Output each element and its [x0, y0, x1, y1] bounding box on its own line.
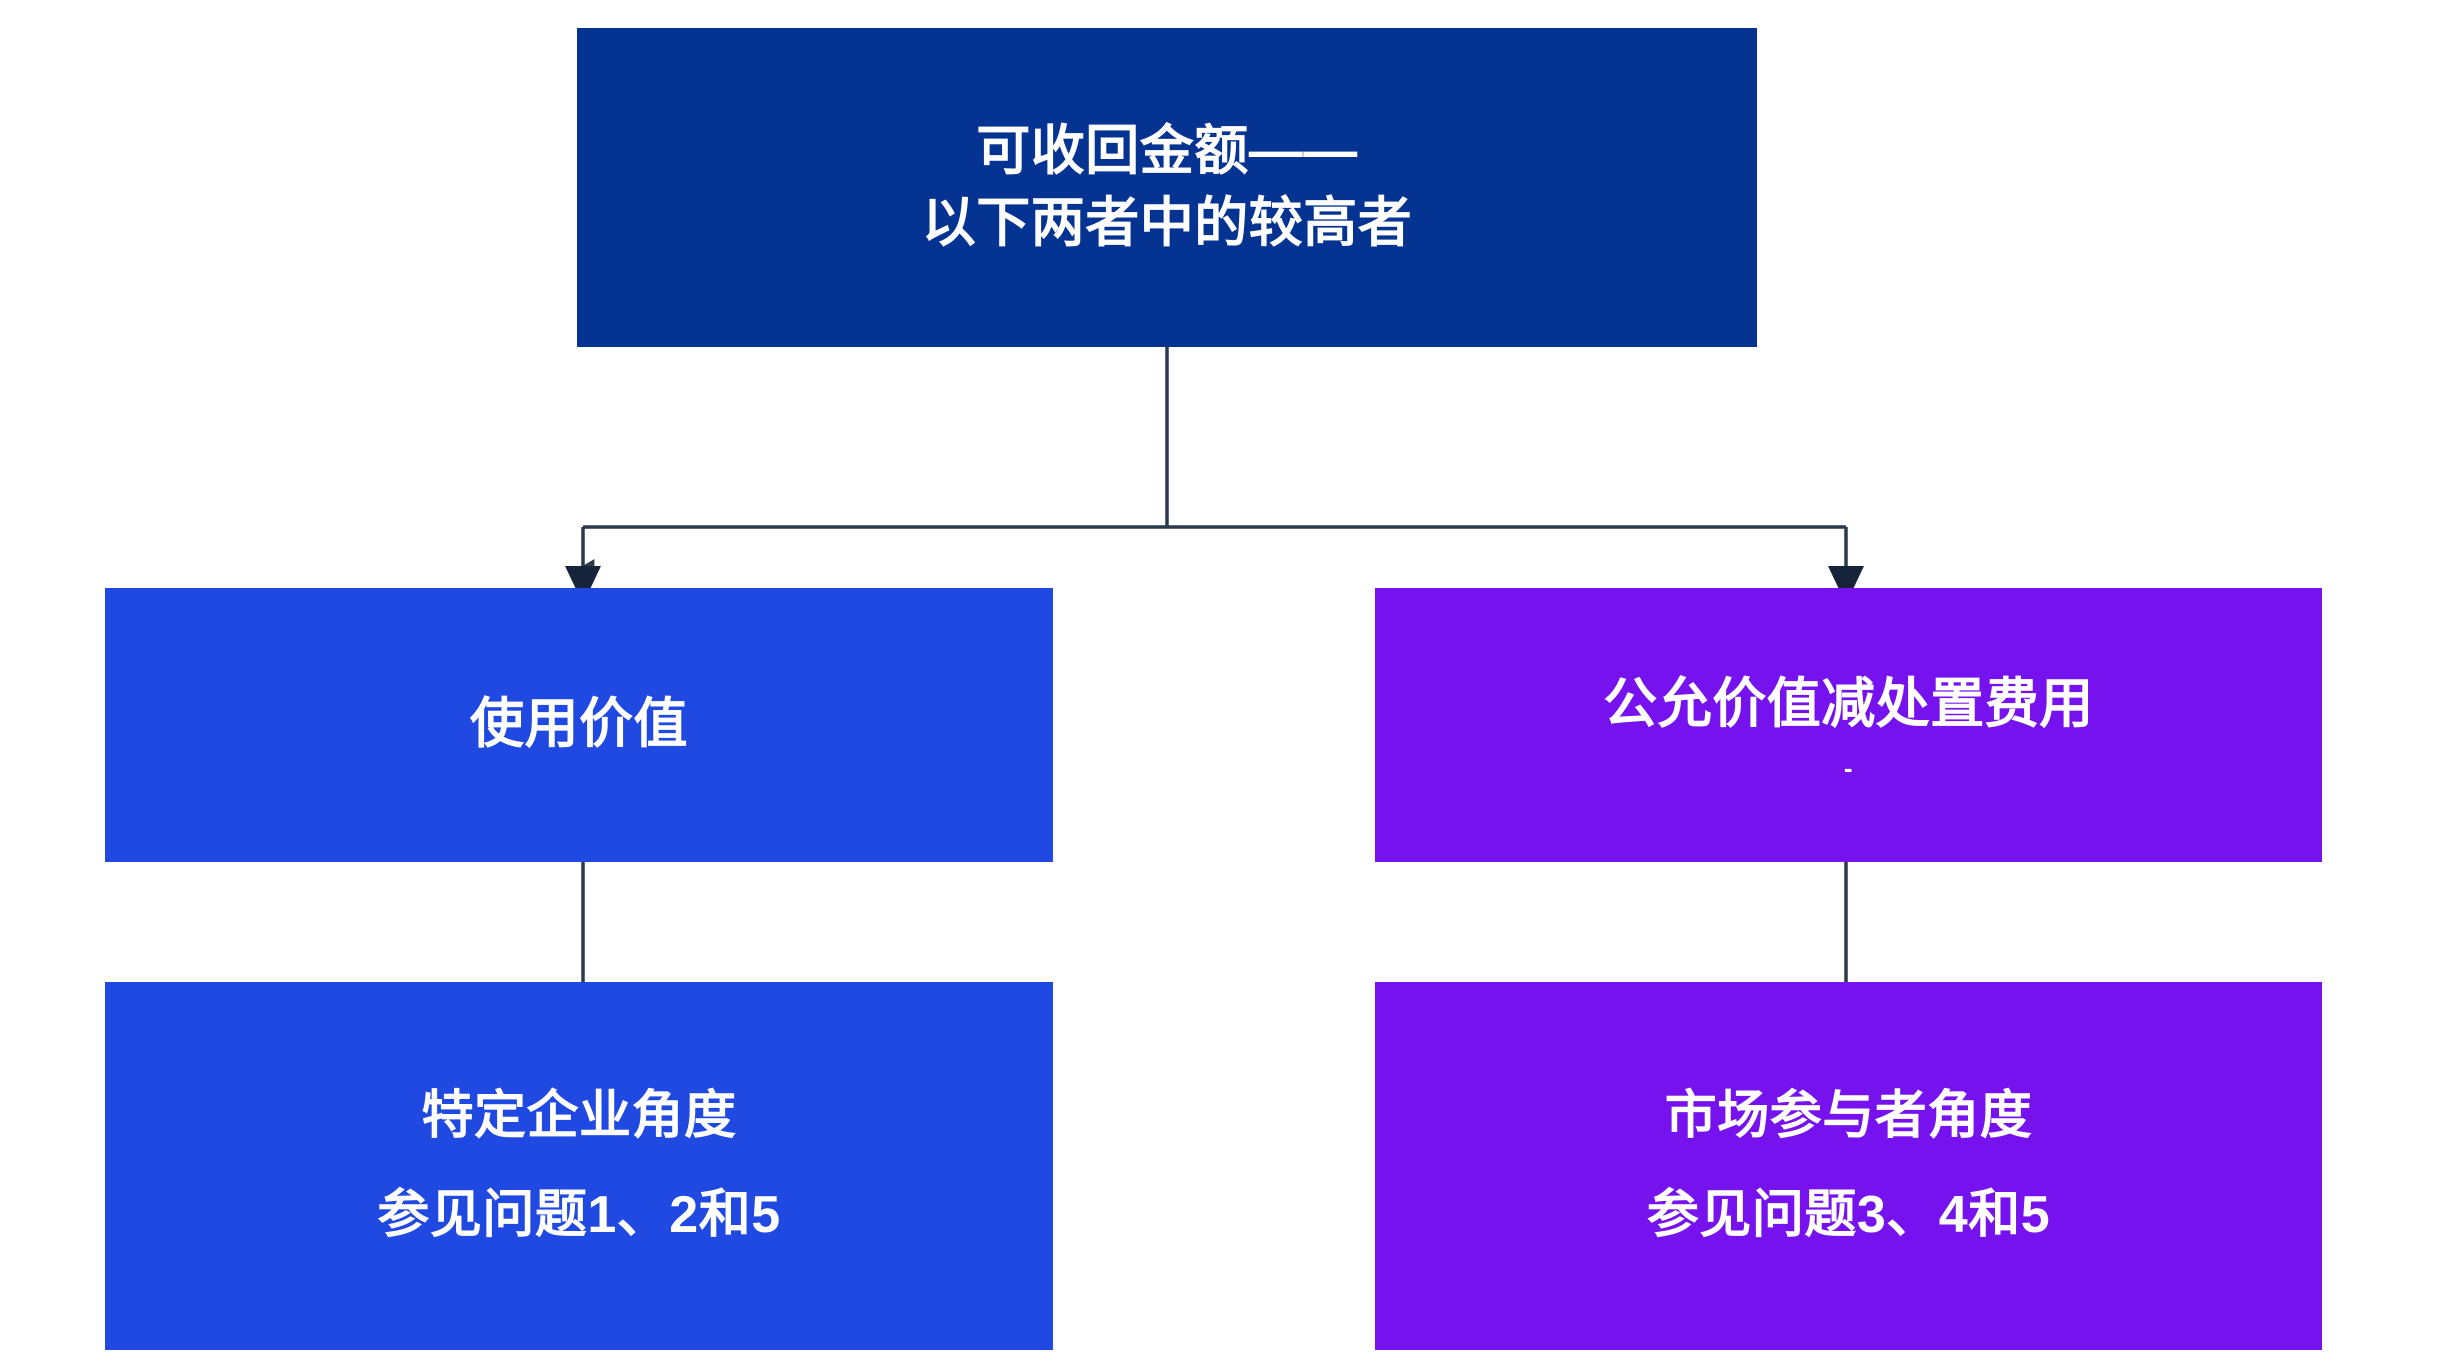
node-market-perspective-line-1: 市场参与者角度: [1664, 1087, 2033, 1146]
node-entity-perspective-line-1: 特定企业角度: [421, 1087, 737, 1146]
node-entity-specific-perspective[interactable]: 特定企业角度 参见问题1、2和5: [105, 982, 1053, 1350]
node-recoverable-amount-line-1: 可收回金额——: [976, 121, 1358, 182]
node-value-in-use-label: 使用价值: [470, 694, 688, 755]
node-market-perspective-line-2: 参见问题3、4和5: [1646, 1186, 2051, 1244]
node-market-participant-perspective[interactable]: 市场参与者角度 参见问题3、4和5: [1375, 982, 2322, 1350]
node-value-in-use[interactable]: 使用价值: [105, 588, 1053, 862]
node-recoverable-amount-line-2: 以下两者中的较高者: [921, 192, 1413, 253]
node-fair-value-less-costs-of-disposal[interactable]: 公允价值减处置费用 -: [1375, 588, 2322, 862]
node-fair-value-sub-dash: -: [1843, 752, 1854, 783]
node-recoverable-amount[interactable]: 可收回金额—— 以下两者中的较高者: [577, 28, 1757, 347]
node-fair-value-label: 公允价值减处置费用: [1603, 674, 2094, 735]
node-entity-perspective-line-2: 参见问题1、2和5: [377, 1186, 781, 1244]
